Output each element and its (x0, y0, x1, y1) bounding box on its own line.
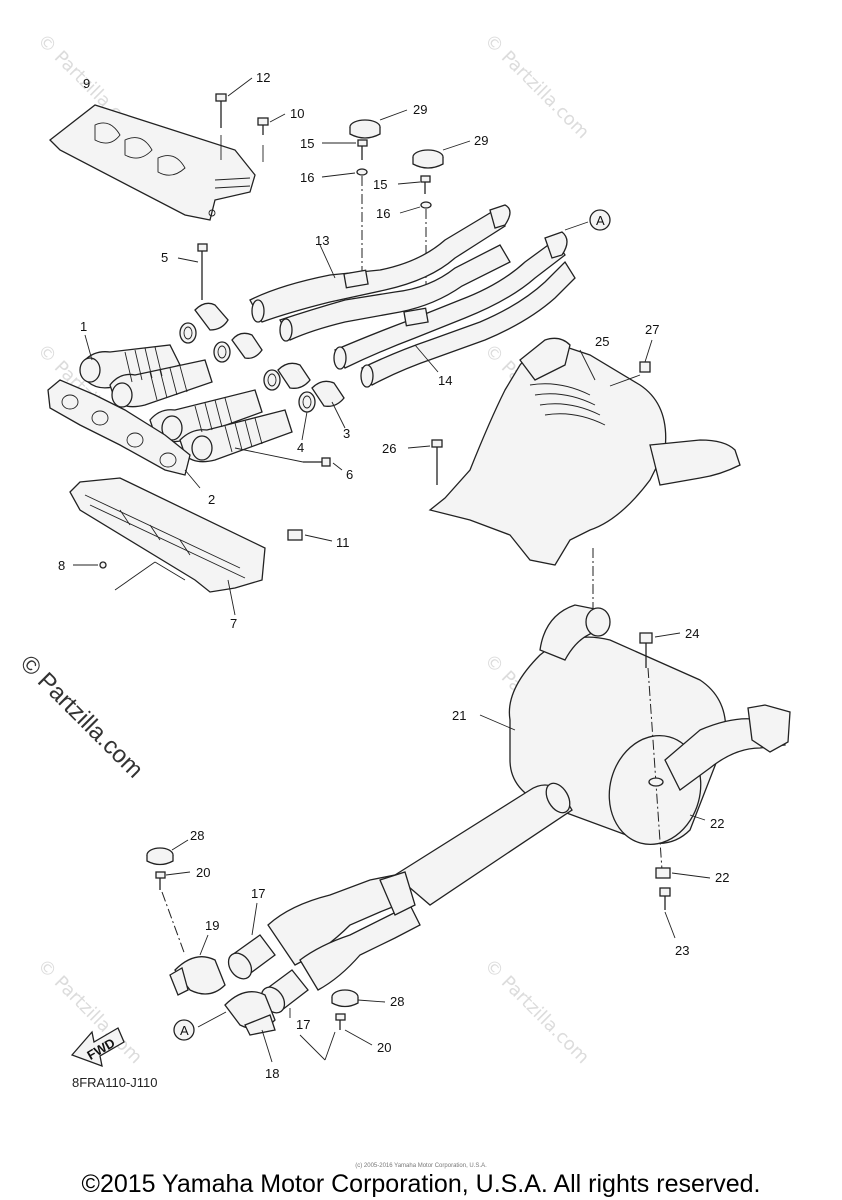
callout-23: 23 (675, 943, 689, 958)
exhaust-gasket-2 (47, 379, 201, 489)
exhaust-pipe-13 (249, 204, 511, 342)
callout-22: 22 (710, 816, 724, 831)
callout-26: 26 (382, 441, 396, 456)
heat-shield-upper (49, 104, 256, 221)
washer-16-left (321, 168, 368, 275)
bolt-23 (659, 887, 676, 939)
callout-6: 6 (346, 467, 353, 482)
callout-25: 25 (595, 334, 609, 349)
bolt-24 (639, 632, 681, 871)
callout-21: 21 (452, 708, 466, 723)
gasket-4 (179, 322, 316, 441)
callout-8: 8 (58, 558, 65, 573)
connector-a-top (589, 209, 611, 231)
tail-cover-18 (197, 991, 276, 1063)
clamp-upper-2 (231, 332, 263, 359)
connector-label: A (180, 1023, 189, 1038)
callout-9: 9 (83, 76, 90, 91)
callout-28: 28 (390, 994, 404, 1009)
forward-arrow-icon (70, 1027, 125, 1068)
callout-17: 17 (296, 1017, 310, 1032)
cap-29-left (349, 109, 408, 139)
bolt-6 (234, 447, 343, 471)
collar-22-lower (655, 867, 711, 879)
cap-29-right (412, 140, 471, 169)
callout-15: 15 (373, 177, 387, 192)
callout-15: 15 (300, 136, 314, 151)
callout-12: 12 (256, 70, 270, 85)
callout-18: 18 (265, 1066, 279, 1081)
callout-20: 20 (196, 865, 210, 880)
nut-11 (287, 529, 333, 542)
bolt-26 (407, 439, 443, 485)
diagram-code: 8FRA110-J110 (72, 1075, 158, 1090)
callout-10: 10 (290, 106, 304, 121)
heat-protector-25 (428, 337, 741, 566)
bolt-15-left (322, 139, 368, 160)
callout-14: 14 (438, 373, 452, 388)
small-copyright: (c) 2005-2016 Yamaha Motor Corporation, … (355, 1163, 487, 1169)
callout-29: 29 (474, 133, 488, 148)
callout-1: 1 (80, 319, 87, 334)
callout-4: 4 (297, 440, 304, 455)
callout-29: 29 (413, 102, 427, 117)
tail-cover-19 (169, 934, 226, 996)
callout-11: 11 (336, 535, 350, 550)
callout-28: 28 (190, 828, 204, 843)
copyright-notice: ©2015 Yamaha Motor Corporation, U.S.A. A… (81, 1170, 761, 1198)
callout-13: 13 (315, 233, 329, 248)
clamp-3 (277, 362, 346, 429)
callout-20: 20 (377, 1040, 391, 1055)
sleeve-17-upper (227, 902, 276, 980)
bolt-15-right (397, 175, 431, 194)
callout-16: 16 (376, 206, 390, 221)
clamp-5 (177, 243, 229, 331)
bolt-10 (220, 113, 286, 162)
exhaust-pipe-14 (333, 221, 589, 388)
callout-19: 19 (205, 918, 219, 933)
callout-17: 17 (251, 886, 265, 901)
tail-pipe (267, 782, 573, 991)
callout-3: 3 (343, 426, 350, 441)
cap-28-upper (146, 839, 189, 866)
grommet-22-upper (648, 777, 706, 821)
callout-24: 24 (685, 626, 699, 641)
bolt-20-lower (299, 1013, 373, 1061)
callout-2: 2 (208, 492, 215, 507)
callout-5: 5 (161, 250, 168, 265)
exhaust-manifold-1 (79, 334, 293, 463)
cap-28-lower (331, 989, 386, 1008)
connector-a-bottom (173, 1019, 195, 1041)
connector-label: A (596, 213, 605, 228)
callout-22: 22 (715, 870, 729, 885)
callout-16: 16 (300, 170, 314, 185)
bolt-12 (215, 77, 253, 128)
callout-7: 7 (230, 616, 237, 631)
callout-27: 27 (645, 322, 659, 337)
clip-8 (73, 561, 186, 591)
heat-shield-lower (69, 477, 266, 616)
bolt-20-upper (155, 871, 191, 956)
bolt-27 (639, 339, 653, 373)
